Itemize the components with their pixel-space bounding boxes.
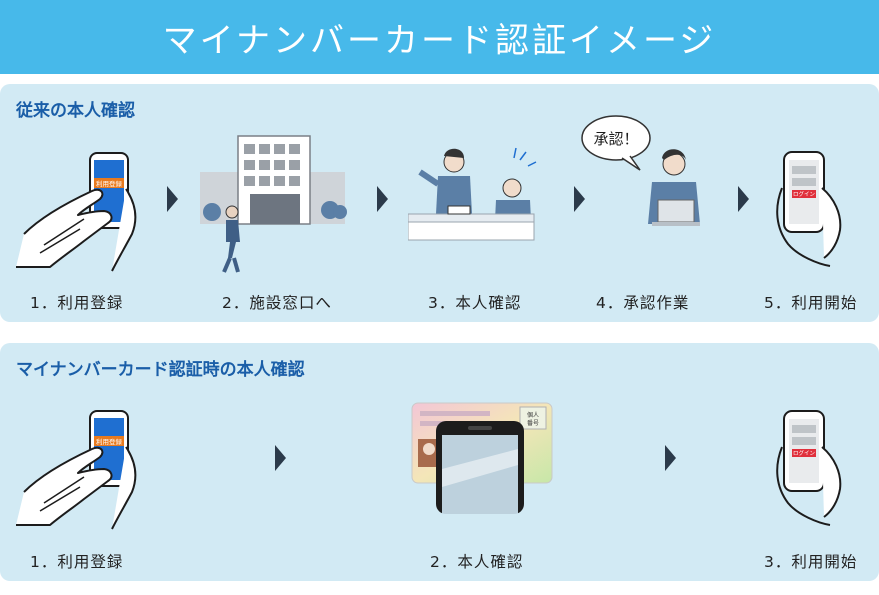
conventional-verification-panel: 従来の本人確認 利用登録: [0, 84, 879, 322]
phone-screen-label: 利用登録: [96, 437, 123, 446]
phone-login-illustration: ログイン: [776, 151, 842, 267]
login-button-label: ログイン: [793, 190, 816, 198]
step-label: 5．利用開始: [764, 294, 858, 312]
step-arrow: [167, 186, 178, 212]
header-banner: マイナンバーカード認証イメージ: [0, 0, 879, 74]
approval-bubble-text: 承認！: [593, 130, 638, 148]
identity-check-counter-illustration: [408, 147, 537, 241]
card-badge-line1: 個人: [527, 411, 539, 419]
step-arrow: [275, 445, 286, 471]
step-label: 3．本人確認: [428, 294, 522, 312]
phone-registration-illustration: 利用登録: [16, 152, 137, 272]
step-label: 3．利用開始: [764, 553, 858, 571]
card-badge-line2: 番号: [527, 420, 539, 427]
step-label: 2．施設窓口へ: [222, 294, 332, 312]
page-title: マイナンバーカード認証イメージ: [162, 20, 717, 61]
step-label: 2．本人確認: [430, 553, 524, 571]
step-arrow: [738, 186, 749, 212]
step-label: 4．承認作業: [596, 294, 690, 312]
phone-registration-illustration: 利用登録: [16, 410, 137, 530]
section-title: 従来の本人確認: [16, 101, 135, 121]
step-arrow: [574, 186, 585, 212]
section-title: マイナンバーカード認証時の本人確認: [16, 360, 305, 380]
step-label: 1．利用登録: [30, 294, 124, 312]
step-label: 1．利用登録: [30, 553, 124, 571]
facility-building-illustration: [200, 135, 347, 273]
login-button-label: ログイン: [793, 449, 816, 457]
step-arrow: [665, 445, 676, 471]
phone-screen-label: 利用登録: [96, 179, 123, 188]
mynumber-verification-panel: マイナンバーカード認証時の本人確認 利用登録 個人 番号: [0, 343, 879, 581]
step-arrow: [377, 186, 388, 212]
phone-login-illustration: ログイン: [776, 410, 842, 526]
approval-work-illustration: 承認！: [581, 115, 700, 226]
mynumber-card-illustration: 個人 番号: [411, 402, 553, 514]
